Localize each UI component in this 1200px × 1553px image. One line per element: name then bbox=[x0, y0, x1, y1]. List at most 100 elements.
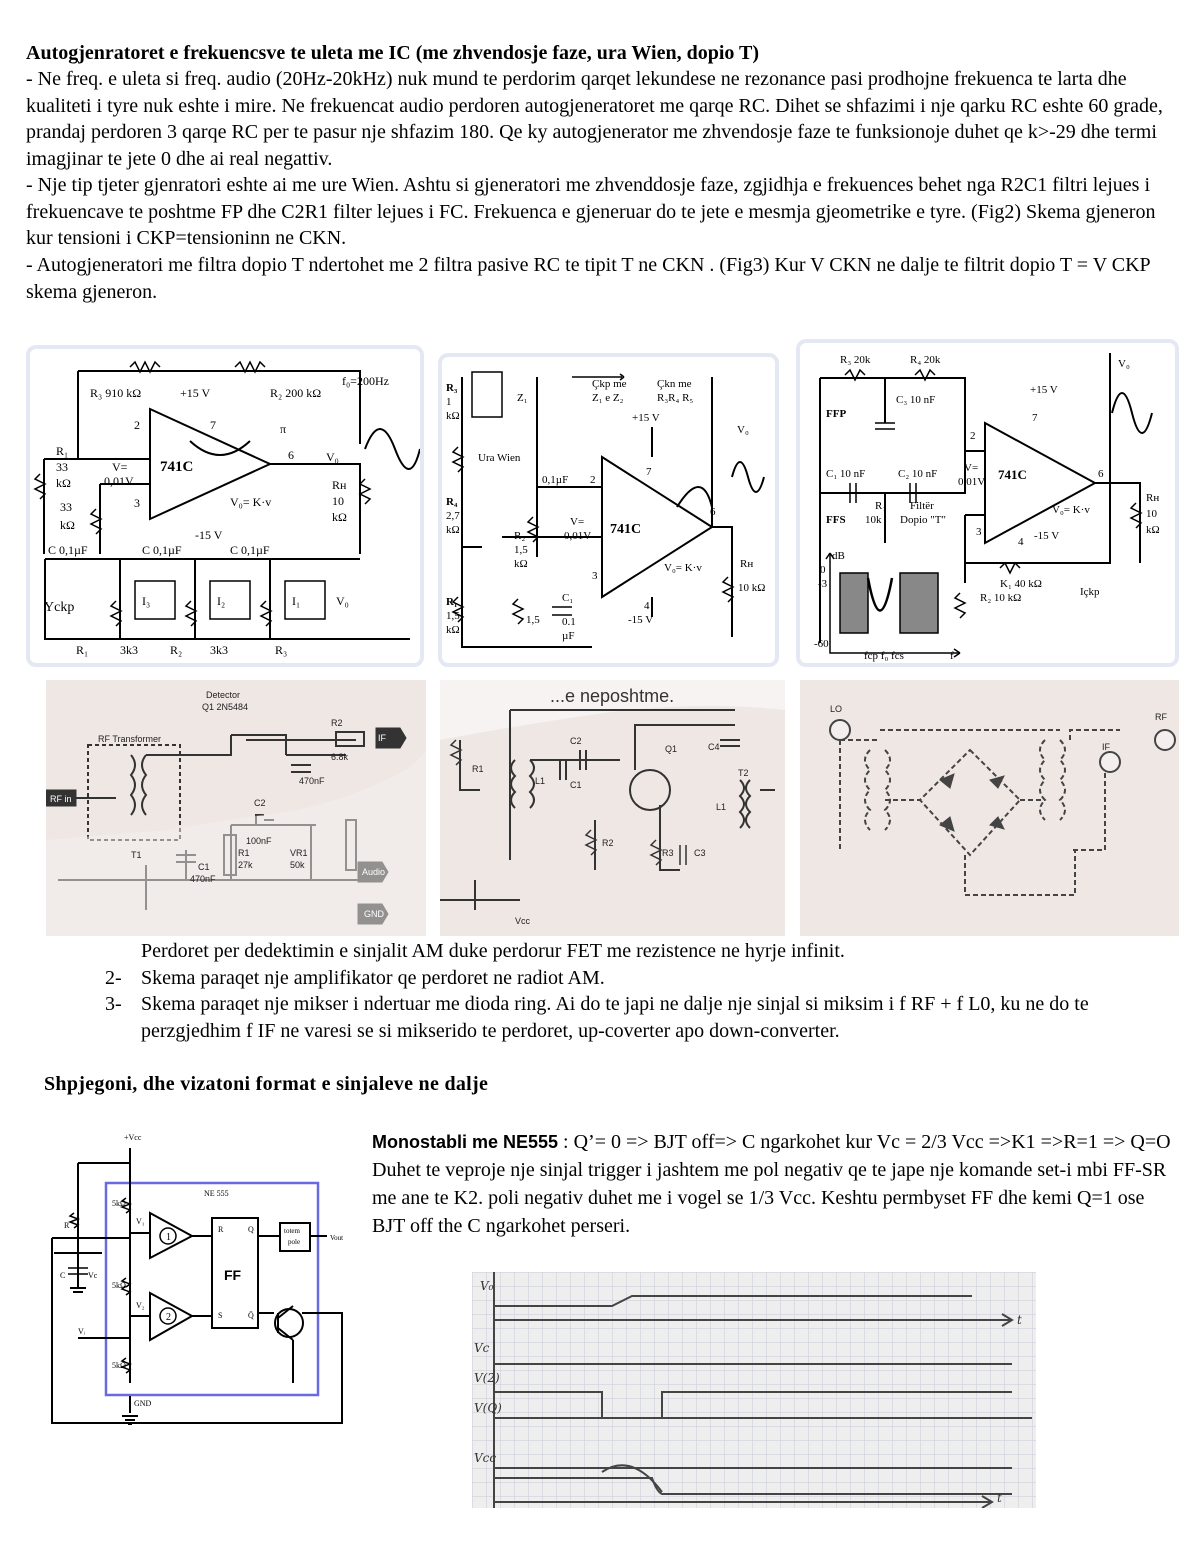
label-vd: V₀= K·v bbox=[1052, 504, 1090, 516]
label-r2-value: 1,5 bbox=[514, 544, 528, 556]
label-c1: C₁ 10 nF bbox=[826, 468, 865, 480]
label-rh: Rн bbox=[740, 558, 753, 570]
label-pin6: 6 bbox=[710, 506, 716, 518]
label-vout: V₀ bbox=[326, 450, 339, 464]
label-vq: V(Q) bbox=[474, 1401, 502, 1415]
label-pin4: 4 bbox=[1018, 536, 1024, 548]
label-i1: I₁ bbox=[292, 594, 300, 608]
label-fx: fcp f₀ fcs bbox=[864, 650, 904, 662]
label-rb1-value: 3k3 bbox=[120, 643, 138, 657]
label-r2: R₂ 200 kΩ bbox=[270, 386, 321, 400]
list-number: 3- bbox=[105, 993, 122, 1015]
label-rf-transformer: RF Transformer bbox=[98, 734, 161, 744]
paragraph-twin-t: - Autogjeneratori me filtra dopio T nder… bbox=[26, 254, 1150, 303]
label-pin3: 3 bbox=[976, 526, 982, 538]
label-comparator-2: 2 bbox=[166, 1312, 171, 1323]
label-pin7: 7 bbox=[646, 466, 652, 478]
figure-twin-t-oscillator: R₃ 20k R₄ 20k C₃ 10 nF FFP C₁ 10 nF C₂ 1… bbox=[796, 339, 1179, 667]
label-t1: T1 bbox=[131, 850, 142, 860]
label-t2: t bbox=[997, 1491, 1002, 1505]
label-ckp2: Z₁ e Z₂ bbox=[592, 392, 624, 404]
label-rh: Rн bbox=[332, 478, 347, 492]
label-c2: C2 bbox=[254, 798, 266, 808]
label-vin-value: 0,01V bbox=[958, 476, 985, 488]
label-vin-value: 0,01V bbox=[564, 530, 591, 542]
list-item: 2-Skema paraqet nje amplifikator qe perd… bbox=[105, 965, 1180, 992]
label-r33-unit: kΩ bbox=[60, 518, 75, 532]
label-rh-unit: kΩ bbox=[332, 510, 347, 524]
label-ffp: FFP bbox=[826, 408, 846, 420]
page-heading: Autogjenratoret e frekuencsve te uleta m… bbox=[26, 42, 760, 64]
label-l: L1 bbox=[716, 802, 726, 812]
label-vin: V= bbox=[112, 460, 128, 474]
label-cap: 0,1µF bbox=[542, 474, 568, 486]
label-i2: I₂ bbox=[217, 594, 225, 608]
figure-fet-am-detector: Detector Q1 2N5484 RF Transformer RF in … bbox=[46, 680, 426, 936]
label-vminus: -15 V bbox=[628, 614, 653, 626]
label-r4-unit: kΩ bbox=[446, 524, 460, 536]
label-pi: π bbox=[280, 422, 286, 436]
label-c2: C 0,1µF bbox=[142, 543, 182, 557]
label-pin3: 3 bbox=[592, 570, 598, 582]
label-vr: VR1 bbox=[290, 848, 308, 858]
label-top-text: ...e neposhtme. bbox=[550, 686, 674, 706]
label-c1: C1 bbox=[570, 780, 582, 790]
label-vo2: V₀ bbox=[336, 594, 349, 608]
monostable-text: : Q’= 0 => BJT off=> C ngarkohet kur Vc … bbox=[372, 1131, 1171, 1237]
label-r: R bbox=[64, 1221, 70, 1230]
label-lo: LO bbox=[830, 704, 842, 714]
list-text: Perdoret per dedektimin e sinjalit AM du… bbox=[141, 940, 845, 962]
label-totem: totem bbox=[284, 1227, 300, 1235]
label-vin-value: 0,01V bbox=[104, 474, 134, 488]
figure-phase-shift-oscillator: R₃ 910 kΩ +15 V R₂ 200 kΩ f₀=200Hz R₁ 33… bbox=[26, 345, 424, 667]
label-vd: V₀= K·v bbox=[230, 495, 271, 509]
label-vcc: Vcc bbox=[515, 916, 531, 926]
label-ic: 741C bbox=[610, 522, 641, 537]
label-ckn2: R₃R₄ R₅ bbox=[657, 392, 693, 404]
label-ne555: NE 555 bbox=[204, 1189, 229, 1198]
figure-ne555-monostable: +Vcc NE 555 R C Vc 5kΩ 5kΩ 5kΩ V₁ V₂ Vᵢ … bbox=[42, 1128, 358, 1438]
label-r2: R2 bbox=[602, 838, 614, 848]
label-f: f bbox=[950, 650, 954, 662]
label-i3: I₃ bbox=[142, 594, 150, 608]
label-r3: R3 bbox=[662, 848, 674, 858]
label-r1: R1 bbox=[238, 848, 250, 858]
label-ickp: Içkp bbox=[1080, 586, 1100, 598]
label-vr-value: 50k bbox=[290, 860, 305, 870]
label-r2-value: 6.8k bbox=[331, 752, 349, 762]
label-c2: C2 bbox=[570, 736, 582, 746]
label-r33: 33 bbox=[60, 500, 72, 514]
label-y3: -3 bbox=[818, 578, 828, 590]
label-c2-value: 100nF bbox=[246, 836, 272, 846]
label-r1: R1 bbox=[472, 764, 484, 774]
label-r1b: 1,5 bbox=[526, 614, 540, 626]
label-vc: Vc bbox=[88, 1271, 98, 1280]
list-number bbox=[105, 938, 141, 965]
label-audio: Audio bbox=[362, 867, 385, 877]
list-number: 2- bbox=[105, 966, 122, 989]
label-r3: R₃ 20k bbox=[840, 354, 871, 366]
label-rh-value: 10 kΩ bbox=[738, 582, 765, 594]
label-r3: R₃ 910 kΩ bbox=[90, 386, 141, 400]
label-r1: R₁ bbox=[56, 444, 68, 458]
label-r3-unit: kΩ bbox=[446, 410, 460, 422]
label-t2: T2 bbox=[738, 768, 749, 778]
label-ic: 741C bbox=[160, 459, 193, 475]
label-pin2: 2 bbox=[590, 474, 596, 486]
label-vout: Vout bbox=[330, 1234, 343, 1242]
label-r2: R2 bbox=[331, 718, 343, 728]
label-q1: Q1 bbox=[665, 744, 677, 754]
label-f0: f₀=200Hz bbox=[342, 374, 389, 388]
label-pin2: 2 bbox=[134, 418, 140, 432]
label-c1: C1 bbox=[198, 862, 210, 872]
label-vc: Vc bbox=[474, 1341, 490, 1355]
label-ycp: Yckp bbox=[44, 600, 74, 615]
label-c: 470nF bbox=[299, 776, 325, 786]
figure-descriptions: Perdoret per dedektimin e sinjalit AM du… bbox=[105, 938, 1180, 1044]
label-r3: R₃ bbox=[446, 382, 458, 394]
label-rh-value: 10 bbox=[1146, 508, 1158, 520]
label-gnd: GND bbox=[134, 1399, 152, 1408]
label-vminus: -15 V bbox=[1034, 530, 1059, 542]
label-y60: -60 bbox=[814, 638, 829, 650]
label-rb3: R₃ bbox=[275, 643, 287, 657]
